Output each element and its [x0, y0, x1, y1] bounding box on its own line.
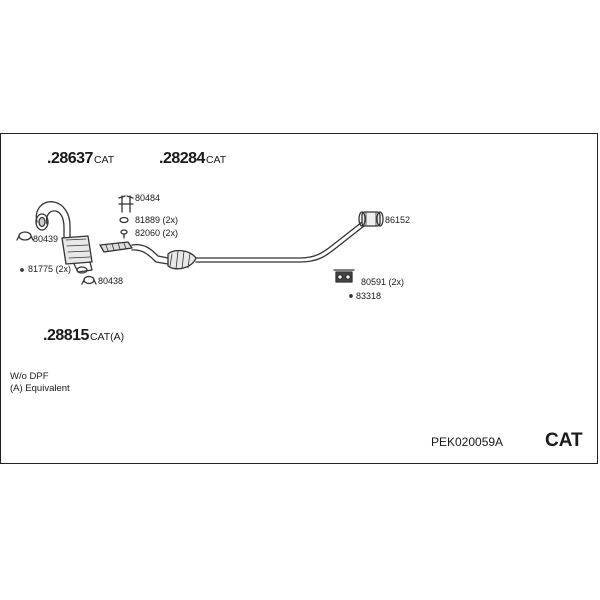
cat-badge: CAT — [545, 430, 583, 451]
kit-code: PEK020059A — [431, 435, 504, 449]
manifold-downpipe-drawing — [35, 201, 71, 239]
part-label-80438: 80438 — [98, 276, 124, 286]
part-83318-drawing — [349, 294, 353, 298]
part-label-83318: 83318 — [356, 291, 382, 301]
part-label-82060: 82060 (2x) — [135, 228, 179, 238]
diagram-frame — [0, 133, 598, 464]
part-label-81889: 81889 (2x) — [135, 215, 179, 225]
clamp-80438-drawing — [81, 275, 97, 285]
spring-81889-drawing — [119, 216, 129, 224]
ref-28815: .28815CAT(A) — [43, 327, 125, 344]
part-label-80484: 80484 — [135, 193, 161, 203]
part-label-80591: 80591 (2x) — [361, 277, 405, 287]
ref-28637: .28637CAT — [47, 150, 115, 167]
part-label-86152: 86152 — [385, 215, 411, 225]
rubber-hanger-80591-drawing — [333, 269, 355, 283]
clamp-80439-drawing — [16, 231, 34, 241]
sleeve-86152-drawing — [358, 211, 384, 227]
ref-28284: .28284CAT — [159, 150, 227, 167]
front-catalytic-converter-drawing — [61, 235, 93, 274]
part-label-80439: 80439 — [33, 234, 59, 244]
part-label-81775: 81775 (2x) — [28, 264, 72, 274]
front-pipe-with-catalyst-drawing — [99, 219, 381, 270]
note-equivalent: (A) Equivalent — [10, 383, 70, 394]
note-no-dpf: W/o DPF — [10, 371, 49, 382]
bolt-82060-drawing — [120, 229, 128, 239]
bolt-81775-drawing — [20, 268, 24, 272]
gasket-80484-drawing — [118, 195, 134, 213]
